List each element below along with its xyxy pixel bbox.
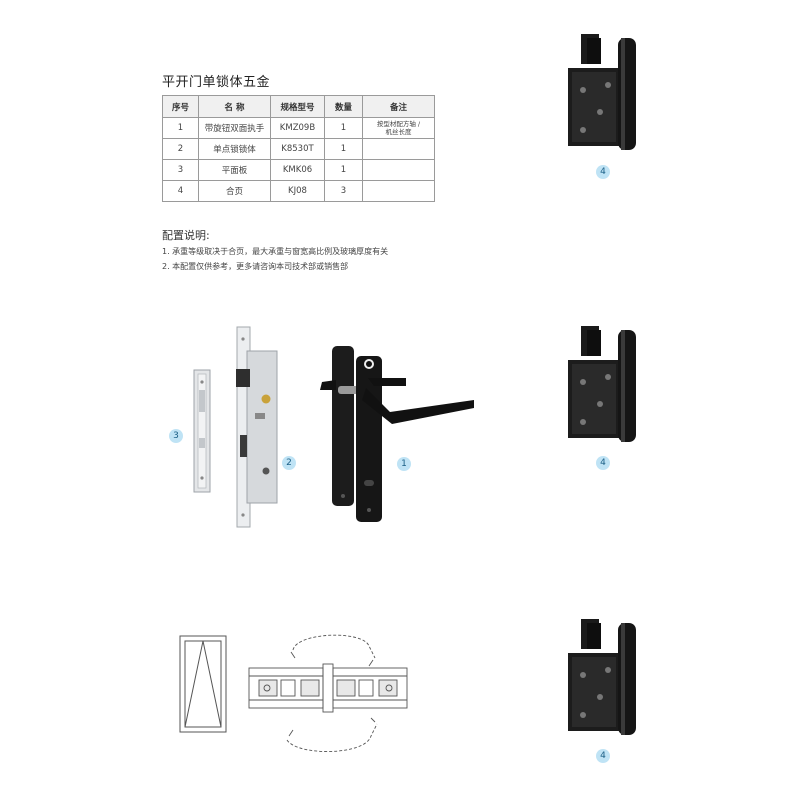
cell-model: KMK06 [270, 159, 325, 181]
strike-plate-image [193, 369, 211, 493]
cell-model: K8530T [270, 138, 325, 160]
spec-table: 序号 名 称 规格型号 数量 备注 1 带旋钮双面执手 KMZ09B 1 按型材… [162, 95, 435, 202]
window-elevation-icon [179, 635, 227, 733]
cell-name: 合页 [198, 180, 271, 202]
cell-name: 单点锁锁体 [198, 138, 271, 160]
cell-no: 1 [162, 117, 199, 139]
table-row: 2 单点锁锁体 K8530T 1 [162, 138, 435, 160]
section-profile-icon [248, 634, 408, 752]
cell-no: 4 [162, 180, 199, 202]
col-header-note: 备注 [362, 95, 435, 118]
config-line-2: 2. 本配置仅供参考，更多请咨询本司技术部或销售部 [162, 262, 349, 271]
callout-badge-lock-body: 2 [282, 456, 296, 470]
col-header-model: 规格型号 [270, 95, 325, 118]
cell-no: 3 [162, 159, 199, 181]
lock-body-icon [236, 326, 278, 528]
note-line-2: 机丝长度 [385, 128, 412, 136]
callout-badge-hinge: 4 [596, 456, 610, 470]
section-swing-diagram [248, 634, 408, 752]
table-row: 3 平面板 KMK06 1 [162, 159, 435, 181]
callout-badge-handle: 1 [397, 457, 411, 471]
config-title: 配置说明: [162, 229, 210, 242]
cell-model: KMZ09B [270, 117, 325, 139]
table-row: 4 合页 KJ08 3 [162, 180, 435, 202]
hinge-icon [568, 619, 636, 735]
cell-note [362, 159, 435, 181]
strike-plate-icon [193, 369, 211, 493]
table-row: 1 带旋钮双面执手 KMZ09B 1 按型材配方轴 / 机丝长度 [162, 117, 435, 139]
callout-badge-hinge: 4 [596, 165, 610, 179]
cell-name: 带旋钮双面执手 [198, 117, 271, 139]
hinge-image-middle [568, 326, 636, 442]
table-header-row: 序号 名 称 规格型号 数量 备注 [162, 95, 435, 118]
cell-no: 2 [162, 138, 199, 160]
window-elevation-diagram [179, 635, 227, 733]
col-header-no: 序号 [162, 95, 199, 118]
door-handle-icon [320, 346, 474, 522]
col-header-qty: 数量 [324, 95, 363, 118]
cell-name: 平面板 [198, 159, 271, 181]
cell-note [362, 180, 435, 202]
cell-note [362, 138, 435, 160]
cell-qty: 1 [324, 117, 363, 139]
cell-qty: 1 [324, 138, 363, 160]
hinge-icon [568, 326, 636, 442]
cell-model: KJ08 [270, 180, 325, 202]
callout-badge-strike-plate: 3 [169, 429, 183, 443]
handle-set-image [320, 346, 474, 522]
note-line-1: 按型材配方轴 / [376, 120, 421, 128]
col-header-name: 名 称 [198, 95, 271, 118]
hinge-icon [568, 34, 636, 150]
callout-badge-hinge: 4 [596, 749, 610, 763]
hinge-image-bottom [568, 619, 636, 735]
page-title: 平开门单锁体五金 [162, 75, 271, 90]
cell-qty: 3 [324, 180, 363, 202]
cell-qty: 1 [324, 159, 363, 181]
cell-note: 按型材配方轴 / 机丝长度 [362, 117, 435, 139]
lock-body-image [236, 326, 278, 528]
config-line-1: 1. 承重等级取决于合页，最大承重与窗宽高比例及玻璃厚度有关 [162, 247, 389, 256]
hinge-image-top [568, 34, 636, 150]
